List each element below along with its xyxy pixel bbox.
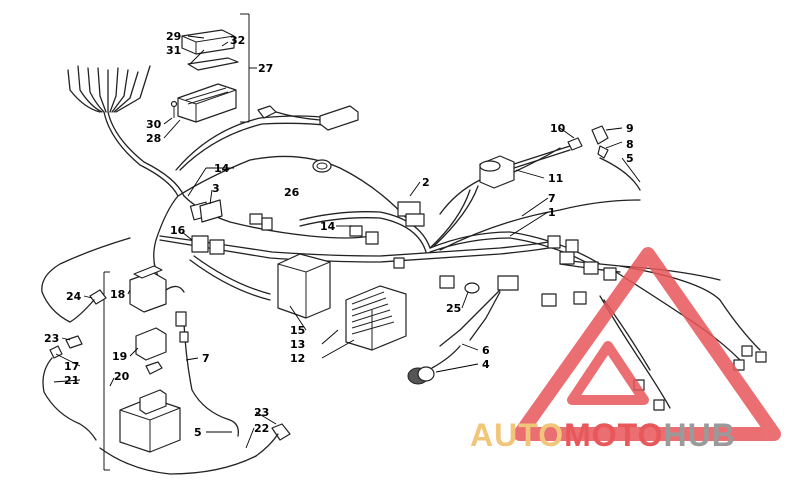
callout-5-bottom: 5	[194, 426, 202, 439]
callout-18: 18	[110, 288, 125, 301]
callout-12: 12	[290, 352, 305, 365]
callout-5-top: 5	[626, 152, 634, 165]
automotohub-logo	[513, 247, 781, 441]
callout-23-bottom: 23	[254, 406, 269, 419]
callout-6: 6	[482, 344, 490, 357]
ground-lead-part-7	[175, 311, 239, 437]
callout-20: 20	[114, 370, 130, 383]
tail-light-connector	[257, 105, 359, 131]
callout-17: 17	[64, 360, 79, 373]
callout-labels: 29 32 31 27 30 28 14 3 26 2 10 9 8 5 11 …	[44, 30, 634, 439]
automotohub-wordmark: AUTOMOTOHUB	[470, 417, 800, 454]
connector-part-16	[191, 235, 225, 255]
main-harness-wires	[67, 65, 411, 281]
callout-31: 31	[166, 44, 181, 57]
spark-plug-lead	[513, 125, 641, 191]
battery-box	[103, 271, 181, 471]
cdi-module-part-15	[277, 253, 331, 319]
wordmark-moto: MOTO	[564, 417, 664, 453]
callout-23-left: 23	[44, 332, 59, 345]
callout-7-bottom: 7	[202, 352, 210, 365]
callout-8: 8	[626, 138, 634, 151]
voltage-regulator-part-12	[345, 285, 407, 351]
callout-10: 10	[550, 122, 566, 135]
callout-3: 3	[212, 182, 220, 195]
callout-14-top: 14	[214, 162, 230, 175]
callout-22: 22	[254, 422, 269, 435]
callout-26: 26	[284, 186, 300, 199]
callout-14-mid: 14	[320, 220, 336, 233]
leader-lines	[53, 35, 641, 449]
callout-13: 13	[290, 338, 305, 351]
callout-1: 1	[548, 206, 556, 219]
battery-cables	[41, 237, 291, 475]
callout-19: 19	[112, 350, 127, 363]
wordmark-hub: HUB	[663, 417, 736, 453]
grommet-part-25	[464, 282, 480, 294]
starter-solenoid-part-18	[129, 265, 185, 313]
callout-30: 30	[146, 118, 162, 131]
callout-27: 27	[258, 62, 273, 75]
callout-16: 16	[170, 224, 186, 237]
ignition-coil-part-2	[439, 147, 561, 215]
callout-7-top: 7	[548, 192, 556, 205]
callout-29: 29	[166, 30, 181, 43]
bracket-part-3	[199, 199, 223, 223]
relay-part-19	[135, 327, 167, 375]
callout-28: 28	[146, 132, 161, 145]
callout-25: 25	[446, 302, 461, 315]
cable-clamp-part-26	[312, 159, 332, 173]
fuse-box-assembly	[170, 13, 257, 123]
callout-11: 11	[548, 172, 563, 185]
wordmark-auto: AUTO	[470, 417, 565, 453]
callout-4: 4	[482, 358, 490, 371]
callout-15: 15	[290, 324, 305, 337]
callout-32: 32	[230, 34, 245, 47]
callout-9: 9	[626, 122, 634, 135]
pickup-coil-part-4	[407, 345, 461, 385]
callout-21: 21	[64, 374, 79, 387]
callout-24: 24	[66, 290, 82, 303]
callout-2: 2	[422, 176, 430, 189]
